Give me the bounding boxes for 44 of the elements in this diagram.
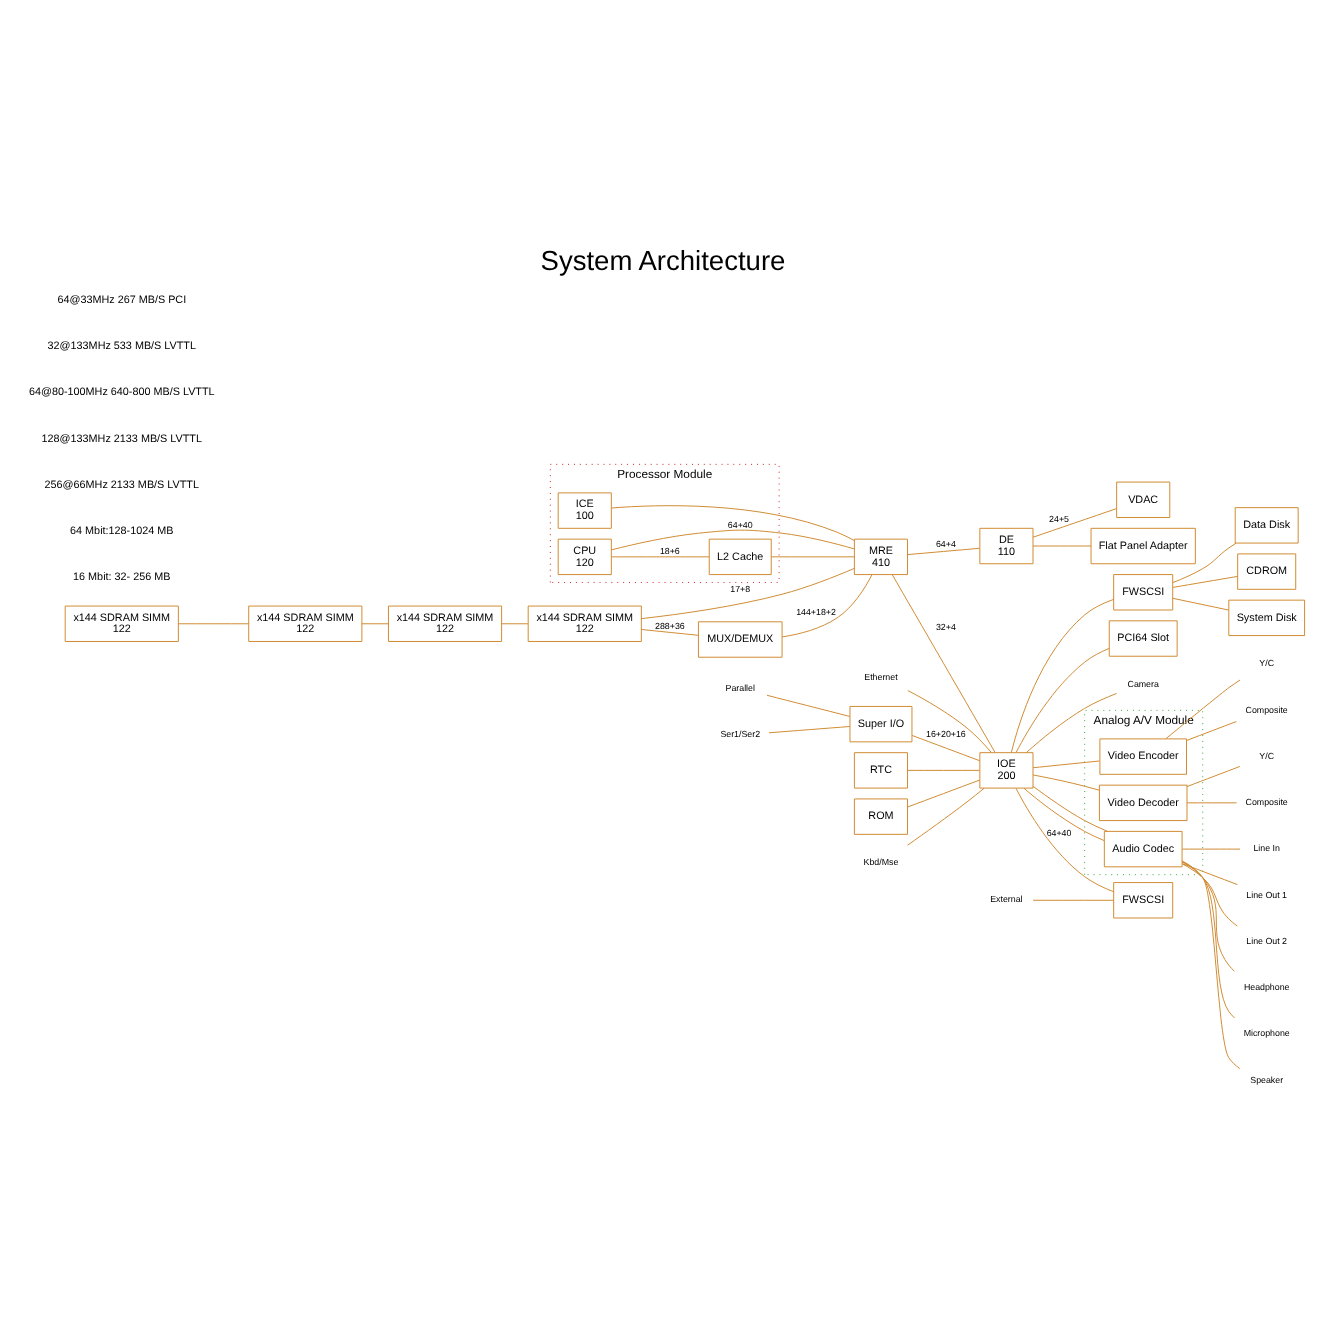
connector: [891, 573, 996, 752]
connector: [1186, 801, 1238, 803]
connector: [907, 778, 980, 807]
connector: [1181, 859, 1236, 1018]
connector: [1181, 862, 1238, 885]
connector: [1032, 898, 1114, 900]
connector: [1186, 720, 1237, 740]
connector: [611, 528, 855, 550]
connector: [1032, 544, 1092, 546]
connector: [640, 566, 855, 619]
connector: [1181, 859, 1241, 1069]
diagram-title: System Architecture: [540, 244, 786, 275]
connector: [907, 768, 980, 770]
connector: [1032, 784, 1108, 831]
connector: [1032, 773, 1100, 790]
connector: [1023, 786, 1105, 841]
connector: [911, 733, 981, 761]
connector: [501, 622, 529, 624]
connector: [611, 504, 855, 541]
connector: [641, 628, 699, 635]
connector: [907, 689, 992, 752]
connector: [1186, 764, 1241, 787]
connector: [1181, 862, 1238, 926]
connector: [610, 555, 710, 557]
connector: [1015, 786, 1114, 892]
connector: [1181, 847, 1241, 849]
connector: [1165, 678, 1241, 739]
connector: [178, 622, 250, 624]
connector: [361, 622, 389, 624]
connector: [1010, 597, 1115, 753]
connector: [1172, 541, 1237, 583]
connector: [768, 725, 851, 733]
connector: [1032, 507, 1117, 537]
connector: [770, 555, 855, 557]
connector: [907, 786, 985, 845]
connector: [907, 546, 980, 555]
connector: [781, 573, 873, 637]
connector: [1032, 759, 1100, 768]
connector: [1172, 596, 1229, 610]
connector: [1015, 646, 1110, 752]
connector: [766, 693, 851, 716]
connector: [1172, 574, 1239, 587]
connector: [1025, 692, 1117, 753]
connector: [1181, 860, 1235, 971]
